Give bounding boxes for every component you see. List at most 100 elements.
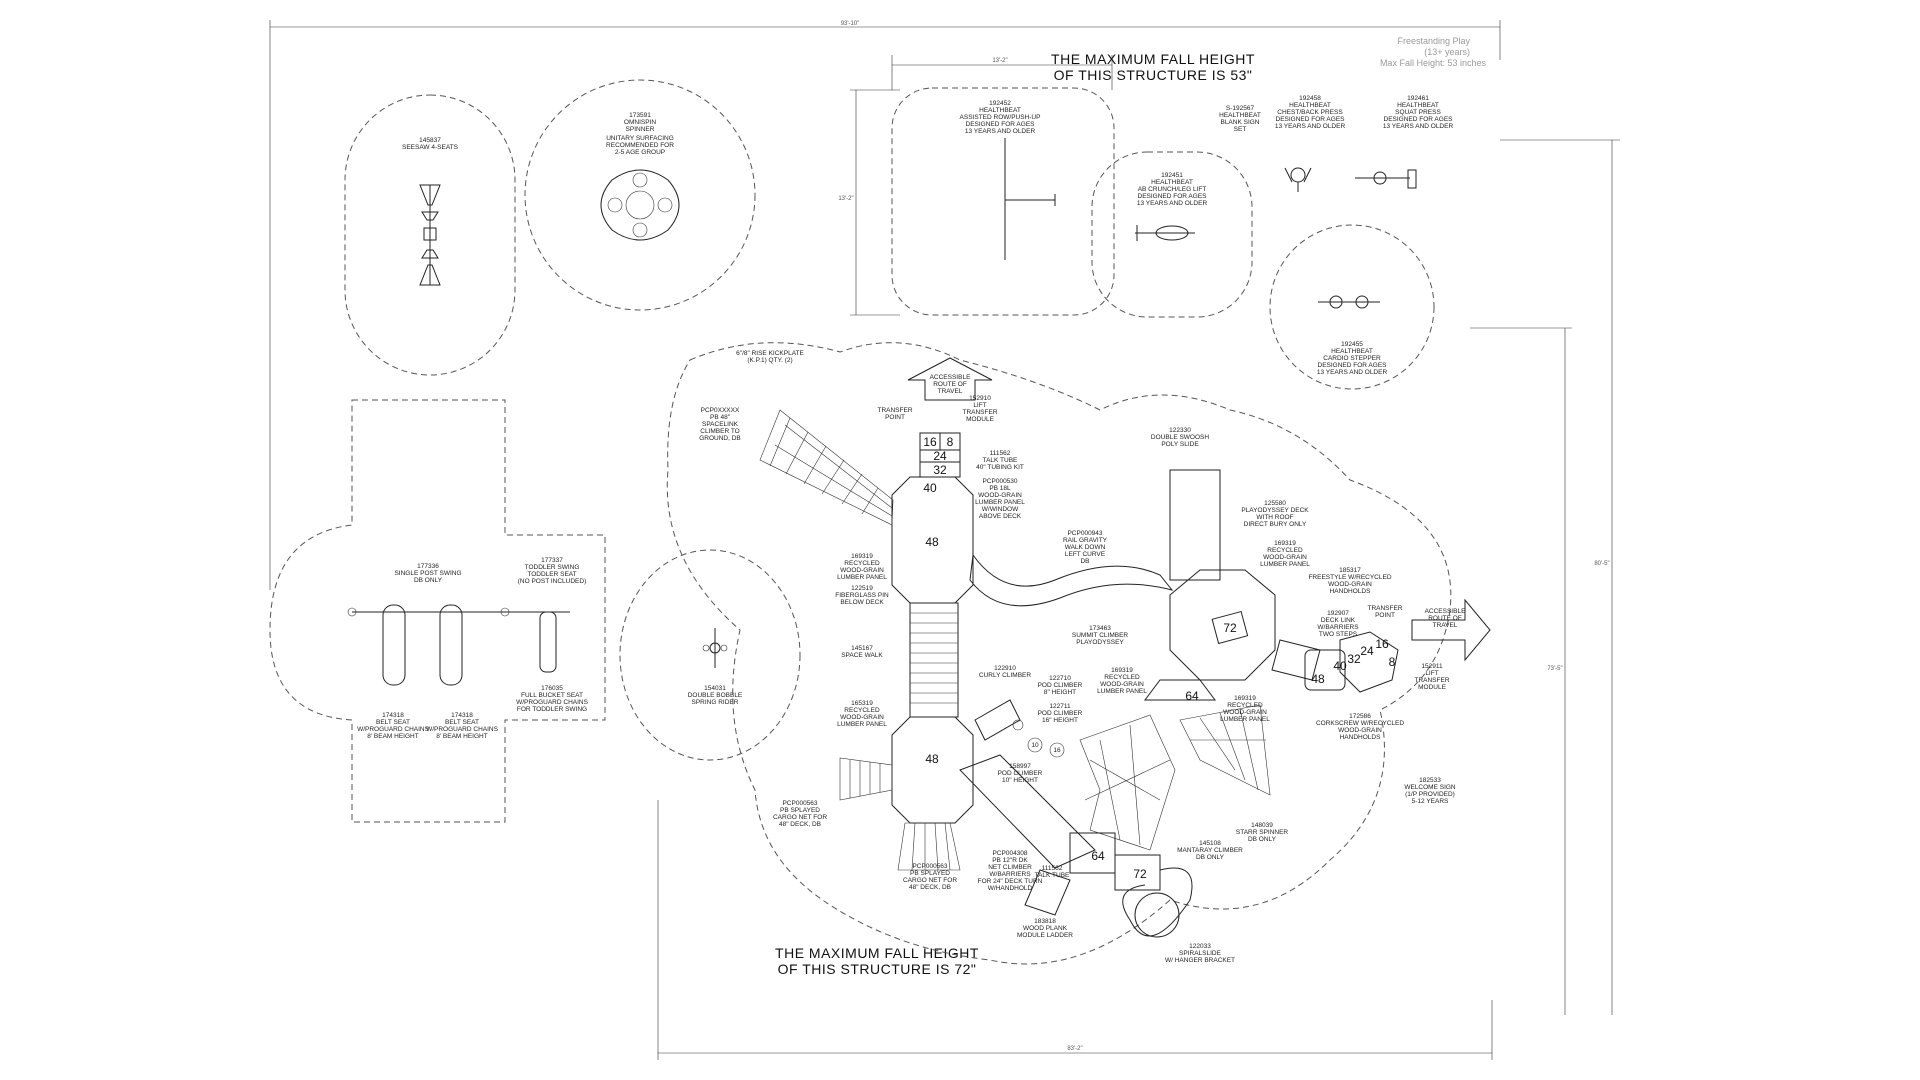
access-top-line3: TRAVEL xyxy=(938,388,963,395)
corkscrew-name: CORKSCREW W/RECYCLED xyxy=(1316,720,1404,727)
rail-gravity-name: RAIL GRAVITY xyxy=(1063,537,1108,544)
bucket-note: FOR TODDLER SWING xyxy=(517,706,587,713)
talk-tube-kit: 40" TUBING KIT xyxy=(976,464,1024,471)
summit-type: PLAYODYSSEY xyxy=(1076,639,1124,646)
corkscrew-hand: HANDHOLDS xyxy=(1340,734,1381,741)
belt2-chain: W/PROGUARD CHAINS xyxy=(426,726,499,733)
deck-32: 32 xyxy=(933,463,947,477)
kickplate-line1: 6"/8" RISE KICKPLATE xyxy=(736,350,804,357)
pod10-height: 10" HEIGHT xyxy=(1002,777,1038,784)
pod8-code: 122710 xyxy=(1049,675,1071,682)
lower-structures xyxy=(959,699,1193,938)
recycled-e-code: 169319 xyxy=(1234,695,1256,702)
pod-10: 10 xyxy=(1031,742,1039,749)
lift-right-lift: LIFT xyxy=(1425,670,1438,677)
dim-right-overall: 80'-5" xyxy=(1594,561,1609,567)
pcp-barriers-barriers: W/BARRIERS xyxy=(989,871,1031,878)
bucket-chain: W/PROGUARD CHAINS xyxy=(516,699,589,706)
splayed-net-pb: PB SPLAYED xyxy=(780,807,820,814)
lift-right-module: MODULE xyxy=(1418,684,1446,691)
welcome-name: WELCOME SIGN xyxy=(1404,784,1456,791)
splayed-net-code: PCP000563 xyxy=(782,800,817,807)
toddler-swing-note: (NO POST INCLUDED) xyxy=(518,578,587,585)
recycled-b-code: 169319 xyxy=(1274,540,1296,547)
starr-db: DB ONLY xyxy=(1248,836,1277,843)
deck-link-barriers: W/BARRIERS xyxy=(1317,624,1359,631)
fall-height-top-line2: OF THIS STRUCTURE IS 53" xyxy=(1054,67,1253,83)
dim-bottom-overall: 83'-2" xyxy=(1067,1046,1082,1052)
wood-panel-top-window: W/WINDOW xyxy=(982,506,1019,513)
omnispin-note3: 2-5 AGE GROUP xyxy=(615,149,665,156)
cardio-age1: DESIGNED FOR AGES xyxy=(1318,362,1388,369)
swoosh-name: DOUBLE SWOOSH xyxy=(1151,434,1209,441)
cardio-name: CARDIO STEPPER xyxy=(1323,355,1381,362)
pcp-barriers-net: NET CLIMBER xyxy=(988,864,1032,871)
rail-gravity-db: DB xyxy=(1080,558,1089,565)
space-walk-name: SPACE WALK xyxy=(841,652,883,659)
seesaw-name: SEESAW 4-SEATS xyxy=(402,144,459,151)
mantaray-name: MANTARAY CLIMBER xyxy=(1177,847,1243,854)
assisted-row-age2: 13 YEARS AND OLDER xyxy=(965,128,1036,135)
chest-press-name: CHEST/BACK PRESS xyxy=(1277,109,1343,116)
pcp-barriers-code: PCP004308 xyxy=(992,850,1027,857)
single-post-swing-code: 177336 xyxy=(417,563,439,570)
fall-height-bottom-line1: THE MAXIMUM FALL HEIGHT xyxy=(775,945,979,961)
single-post-swing-db: DB ONLY xyxy=(414,577,443,584)
welcome-provided: (1/P PROVIDED) xyxy=(1405,791,1455,798)
cardio-brand: HEALTHBEAT xyxy=(1331,348,1373,355)
sign-name: BLANK SIGN xyxy=(1220,119,1259,126)
corkscrew-code: 172586 xyxy=(1349,713,1371,720)
deck-link-steps: TWO STEPS xyxy=(1319,631,1358,638)
access-right-line2: ROUTE OF xyxy=(1428,615,1462,622)
structure-labels: 6"/8" RISE KICKPLATE (K.P.1) QTY. (2) TR… xyxy=(699,350,1456,964)
spacelink-name: SPACELINK xyxy=(702,421,739,428)
recycled-d-grain: WOOD-GRAIN xyxy=(1100,681,1144,688)
wood-panel-top-code: PCP000530 xyxy=(982,478,1017,485)
ladder-module: MODULE LADDER xyxy=(1017,932,1073,939)
wood-panel-top-above: ABOVE DECK xyxy=(979,513,1022,520)
omnispin-zone: 173591 OMNISPIN SPINNER UNITARY SURFACIN… xyxy=(524,79,756,311)
main-structure-zone xyxy=(666,342,1452,965)
corkscrew-grain: WOOD-GRAIN xyxy=(1338,727,1382,734)
cardio-age2: 13 YEARS AND OLDER xyxy=(1317,369,1388,376)
dim-top-overall: 93'-10" xyxy=(841,21,860,27)
chest-press-code: 192458 xyxy=(1299,95,1321,102)
pcp-barriers-hand: W/HANDHOLD xyxy=(988,885,1033,892)
assisted-row-name: ASSISTED ROW/PUSH-UP xyxy=(960,114,1041,121)
ladder-name: WOOD PLANK xyxy=(1023,925,1068,932)
seesaw-zone: 145837 SEESAW 4-SEATS xyxy=(344,94,516,376)
access-top-line1: ACCESSIBLE xyxy=(930,374,971,381)
pod16-height: 16" HEIGHT xyxy=(1042,717,1078,724)
freestanding-line2: (13+ years) xyxy=(1424,47,1470,57)
deck-40: 40 xyxy=(923,481,937,495)
squat-press-name: SQUAT PRESS xyxy=(1395,109,1441,116)
deck-48-right: 48 xyxy=(1311,672,1325,686)
assisted-row-age1: DESIGNED FOR AGES xyxy=(966,121,1036,128)
omnispin-name: OMNISPIN xyxy=(624,119,656,126)
kickplate-line2: (K.P.1) QTY. (2) xyxy=(747,357,792,364)
fiberglass-code: 122519 xyxy=(851,585,873,592)
pod16-code: 122711 xyxy=(1049,703,1071,710)
ladder-code: 183818 xyxy=(1034,918,1056,925)
spacelink-pb: PB 48" xyxy=(710,414,731,421)
belt2-height: 8' BEAM HEIGHT xyxy=(436,733,487,740)
playodyssey-bury: DIRECT BURY ONLY xyxy=(1244,521,1307,528)
recycled-b-name: RECYCLED xyxy=(1267,547,1303,554)
pod8-name: POD CLIMBER xyxy=(1038,682,1083,689)
ab-crunch-age1: DESIGNED FOR AGES xyxy=(1138,193,1208,200)
recycled-e-name: RECYCLED xyxy=(1227,702,1263,709)
splayed-net-b-cargo: CARGO NET FOR xyxy=(903,877,957,884)
toddler-swing-seat: TODDLER SEAT xyxy=(527,571,576,578)
chest-press-age2: 13 YEARS AND OLDER xyxy=(1275,123,1346,130)
dim-right-inner: 73'-5" xyxy=(1547,666,1562,672)
single-post-swing-name: SINGLE POST SWING xyxy=(394,570,461,577)
deck-8: 8 xyxy=(947,435,954,449)
fitness-zone: 192452 HEALTHBEAT ASSISTED ROW/PUSH-UP D… xyxy=(891,87,1454,390)
deck-64-lower: 64 xyxy=(1091,849,1105,863)
bobble-name: DOUBLE BOBBLE xyxy=(688,692,743,699)
splayed-net-b-code: PCP000563 xyxy=(912,863,947,870)
welcome-code: 182533 xyxy=(1419,777,1441,784)
squat-press-age1: DESIGNED FOR AGES xyxy=(1384,116,1454,123)
fiberglass-name: FIBERGLASS PIN xyxy=(835,592,889,599)
transfer-module-lift: LIFT xyxy=(973,402,986,409)
